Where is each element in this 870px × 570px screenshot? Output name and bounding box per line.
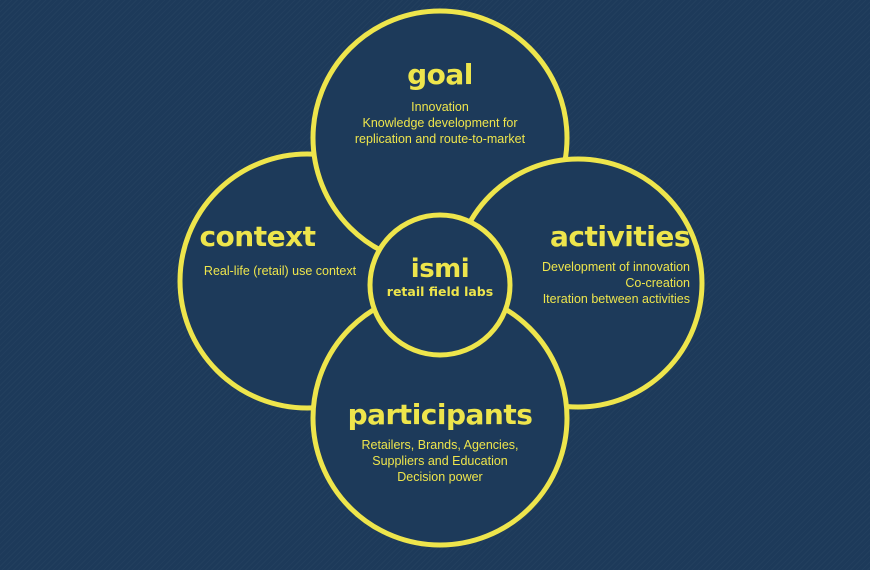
goal-line: Knowledge development for: [362, 116, 518, 130]
activities-section: activities Development of innovation Co-…: [520, 220, 691, 307]
context-title: context: [199, 220, 316, 253]
goal-line: replication and route-to-market: [354, 132, 526, 146]
activities-line: Iteration between activities: [542, 292, 690, 306]
participants-section: participants Retailers, Brands, Agencies…: [330, 398, 550, 485]
participants-line: Retailers, Brands, Agencies,: [361, 438, 519, 452]
center-label: ismi retail field labs: [370, 254, 510, 299]
participants-line: Suppliers and Education: [372, 454, 508, 468]
center-title: ismi: [410, 254, 470, 284]
context-section: context: [180, 220, 335, 253]
activities-line: Development of innovation: [541, 260, 690, 274]
center-subtitle: retail field labs: [386, 284, 494, 299]
center-circle: [367, 212, 513, 358]
context-line: Real-life (retail) use context: [203, 264, 357, 278]
participants-line: Decision power: [397, 470, 483, 484]
activities-title: activities: [550, 220, 690, 253]
activities-line: Co-creation: [625, 276, 690, 290]
goal-section: goal Innovation Knowledge development fo…: [340, 58, 540, 147]
goal-line: Innovation: [411, 100, 469, 114]
goal-title: goal: [407, 58, 473, 91]
participants-title: participants: [347, 398, 533, 431]
